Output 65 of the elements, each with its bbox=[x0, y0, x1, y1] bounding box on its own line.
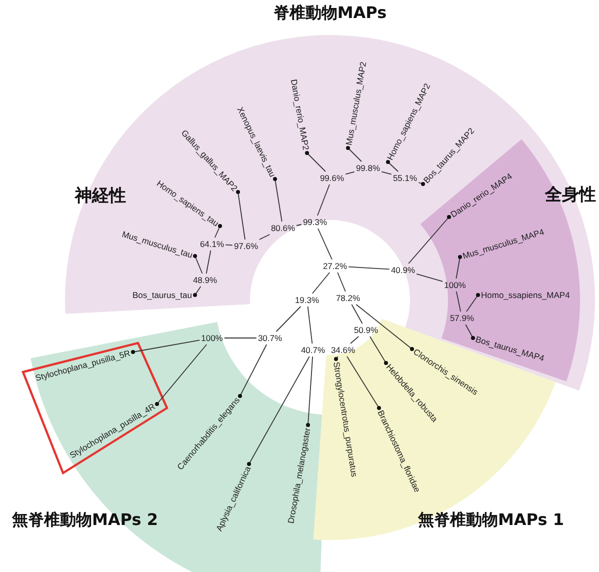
tree-branch bbox=[206, 250, 212, 274]
bootstrap-value: 34.6% bbox=[330, 345, 356, 355]
bootstrap-value: 55.1% bbox=[392, 173, 418, 183]
tree-branch bbox=[247, 356, 310, 466]
group-heading: 無脊椎動物MAPs 1 bbox=[418, 511, 564, 530]
tree-branch bbox=[193, 254, 203, 274]
tree-branch bbox=[416, 273, 444, 282]
tree-branch bbox=[131, 340, 200, 354]
bootstrap-value: 100% bbox=[201, 333, 223, 343]
tree-branch bbox=[408, 215, 451, 264]
bootstrap-value: 19.3% bbox=[294, 295, 320, 305]
tree-branch bbox=[334, 356, 338, 361]
tree-branch bbox=[236, 190, 246, 240]
tree-branch bbox=[306, 356, 314, 427]
species-label: Bos_taurus_tau bbox=[132, 290, 192, 300]
tree-branch bbox=[214, 224, 222, 238]
tree-branch bbox=[238, 344, 268, 398]
bootstrap-value: 100% bbox=[444, 280, 466, 290]
tree-branch bbox=[155, 344, 208, 406]
tree-branch bbox=[345, 171, 355, 175]
tree-branch bbox=[318, 228, 332, 260]
tree-branch bbox=[312, 272, 330, 294]
tree-branch bbox=[346, 356, 381, 410]
bootstrap-value: 80.6% bbox=[270, 223, 296, 233]
tree-branch bbox=[356, 304, 414, 351]
tree-branch bbox=[258, 234, 270, 240]
bootstrap-value: 27.2% bbox=[322, 261, 348, 271]
tree-branch bbox=[351, 304, 363, 324]
bootstrap-value: 99.6% bbox=[320, 173, 344, 183]
group-heading: 神経性 bbox=[75, 187, 126, 207]
bootstrap-value: 50.9% bbox=[354, 325, 378, 335]
tree-branch bbox=[350, 336, 359, 344]
tree-branch bbox=[225, 244, 233, 246]
bootstrap-value: 97.6% bbox=[234, 241, 258, 251]
group-heading: 脊椎動物MAPs bbox=[273, 4, 387, 22]
tree-branch bbox=[337, 272, 346, 292]
bootstrap-value: 78.2% bbox=[336, 293, 360, 303]
tree-branch bbox=[466, 293, 480, 312]
bootstrap-value: 57.9% bbox=[450, 313, 474, 323]
tree-branch bbox=[317, 184, 330, 216]
tree-branch bbox=[465, 324, 475, 340]
tree-branch bbox=[305, 151, 326, 172]
group-heading: 全身性 bbox=[545, 186, 596, 206]
bootstrap-value: 30.7% bbox=[258, 333, 282, 343]
tree-branch bbox=[348, 266, 390, 270]
bootstrap-value: 40.7% bbox=[300, 345, 326, 355]
tree-branch bbox=[456, 255, 462, 279]
tree-branch bbox=[386, 160, 399, 172]
bootstrap-value: 99.3% bbox=[302, 217, 328, 227]
tree-branch bbox=[418, 182, 425, 186]
tree-branch bbox=[276, 306, 302, 332]
group-heading: 無脊椎動物MAPs 2 bbox=[12, 511, 158, 530]
tree-branch bbox=[346, 146, 362, 162]
tree-branch bbox=[381, 171, 392, 175]
tree-branch bbox=[307, 306, 313, 344]
bootstrap-value: 40.9% bbox=[390, 265, 416, 275]
bootstrap-value: 99.8% bbox=[356, 163, 380, 173]
tree-branch bbox=[273, 177, 282, 222]
tree-branch bbox=[193, 286, 202, 297]
species-label: Homo_ssapiens_MAP4 bbox=[481, 290, 570, 300]
bootstrap-value: 48.9% bbox=[192, 275, 218, 285]
tree-branch bbox=[369, 336, 388, 365]
tree-branch bbox=[296, 224, 302, 226]
tree-branch bbox=[456, 291, 462, 312]
bootstrap-value: 64.1% bbox=[200, 239, 224, 249]
